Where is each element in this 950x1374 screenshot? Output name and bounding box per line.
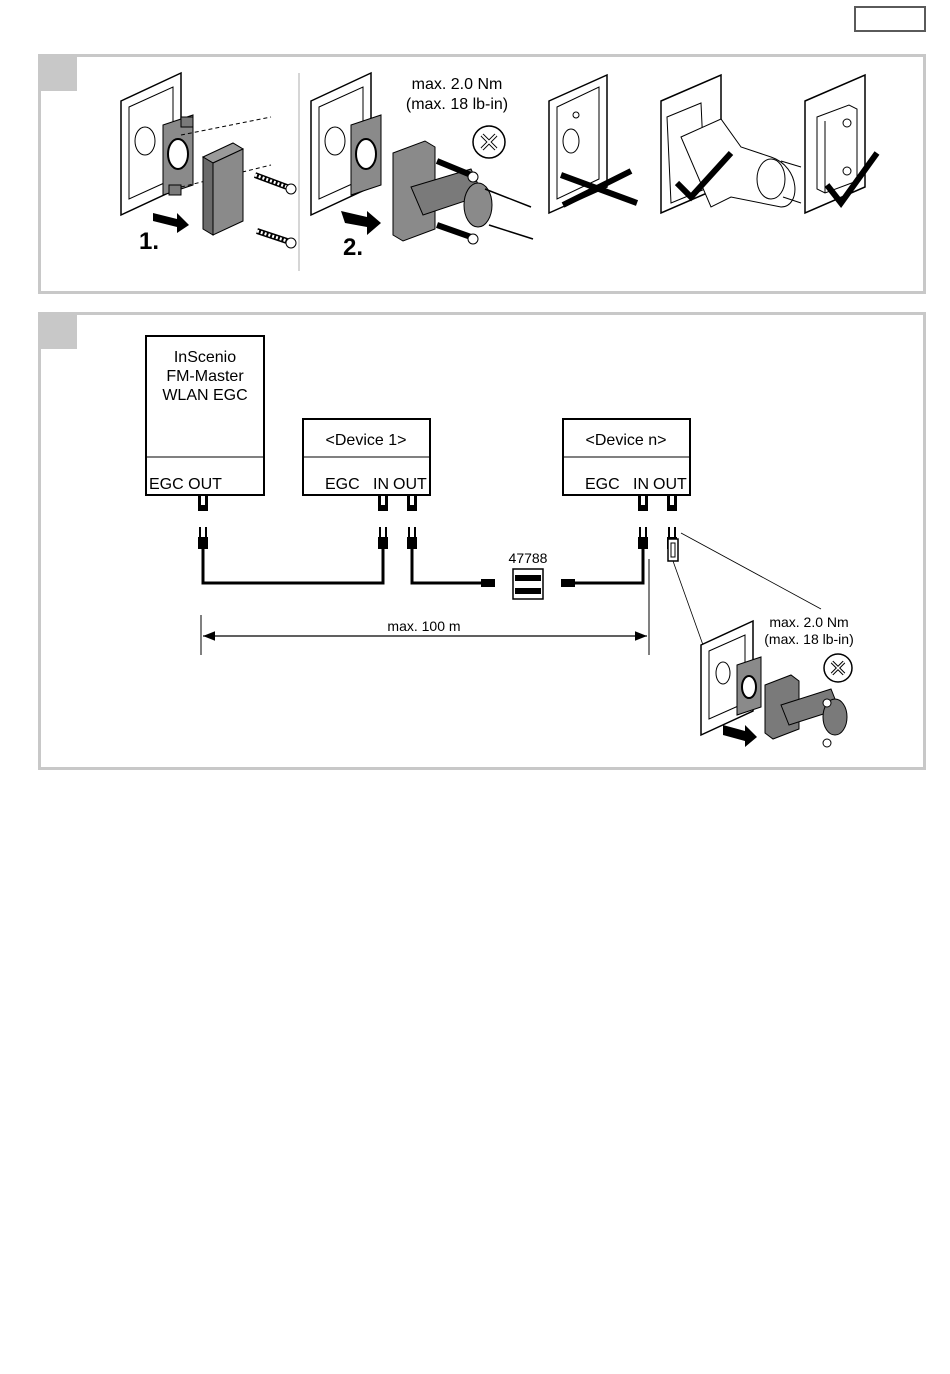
master-port-label: EGC OUT	[149, 476, 222, 493]
master-controller: InScenio FM-Master WLAN EGC EGC OUT	[146, 336, 264, 495]
device-n-title: <Device n>	[586, 432, 667, 449]
arrow-in-icon	[723, 725, 757, 747]
correct-cap-scene	[805, 75, 877, 213]
master-name-line1: InScenio	[174, 349, 236, 366]
torque-value: max. 2.0 Nm	[412, 76, 503, 93]
step2-label: 2.	[343, 234, 363, 261]
torque-value-imperial: (max. 18 lb-in)	[406, 96, 508, 113]
terminator-icon	[668, 539, 678, 561]
coupler-label: 47788	[509, 550, 548, 566]
device-n: <Device n> EGC IN OUT	[563, 419, 690, 495]
inset-torque-value-imperial: (max. 18 lb-in)	[764, 631, 853, 647]
wiring-panel: InScenio FM-Master WLAN EGC EGC OUT <Dev…	[38, 312, 926, 770]
screw-icon	[255, 175, 296, 194]
coupler: 47788	[509, 550, 548, 599]
no-tool-icon	[824, 654, 852, 682]
device-n-out-label: OUT	[653, 476, 687, 493]
device-1-in-label: IN	[373, 476, 389, 493]
socket-part	[163, 115, 193, 195]
device-n-egc-label: EGC	[585, 476, 620, 493]
terminator-mounting-inset: max. 2.0 Nm (max. 18 lb-in)	[701, 614, 854, 747]
arrow-in-icon	[341, 211, 381, 235]
device-1-out-label: OUT	[393, 476, 427, 493]
socket-icons	[198, 495, 677, 511]
cables	[203, 549, 643, 583]
distance-label: max. 100 m	[387, 618, 460, 634]
distance-dimension: max. 100 m	[201, 559, 649, 655]
device-1: <Device 1> EGC IN OUT	[303, 419, 430, 495]
mounting-illustration: 1. 2. max. 2.0 Nm	[41, 57, 923, 291]
inset-torque-value: max. 2.0 Nm	[769, 614, 848, 630]
step1-label: 1.	[139, 228, 159, 255]
master-name-line2: FM-Master	[166, 368, 244, 385]
device-n-in-label: IN	[633, 476, 649, 493]
no-tool-icon	[473, 126, 505, 158]
master-name-line3: WLAN EGC	[162, 387, 247, 404]
cover-cap	[203, 143, 243, 235]
zoom-line	[681, 533, 821, 609]
step2-scene: 2. max. 2.0 Nm (max. 18 lb-in)	[311, 73, 533, 261]
correct-connector-scene	[661, 75, 801, 213]
screw-icon	[257, 231, 296, 248]
wiring-diagram: InScenio FM-Master WLAN EGC EGC OUT <Dev…	[41, 315, 923, 767]
page-tab	[854, 6, 926, 32]
mounting-panel: 1. 2. max. 2.0 Nm	[38, 54, 926, 294]
device-1-egc-label: EGC	[325, 476, 360, 493]
socket-part	[351, 115, 381, 195]
plug-icons	[198, 527, 677, 549]
zoom-line	[673, 561, 703, 645]
wrong-scene	[549, 75, 637, 213]
step1-scene: 1.	[121, 73, 296, 255]
device-1-title: <Device 1>	[326, 432, 407, 449]
connector-plug	[393, 141, 533, 244]
